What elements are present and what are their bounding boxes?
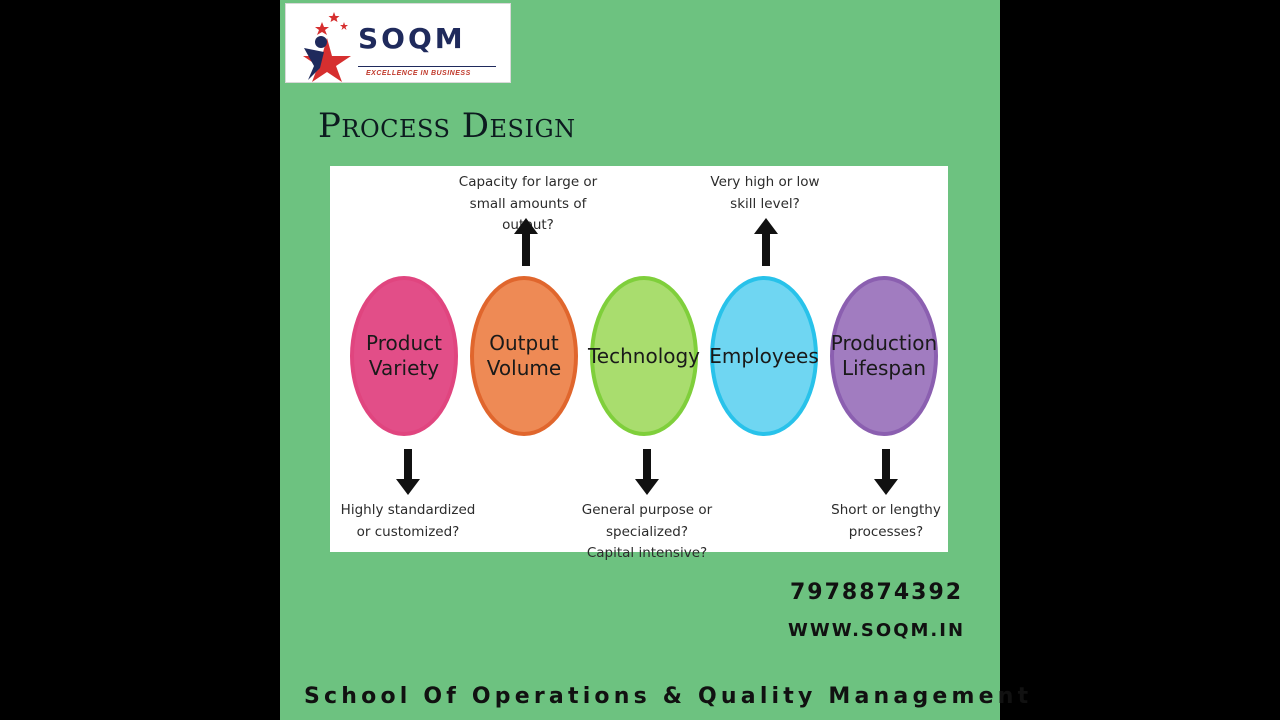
arrow-down-icon [635,449,659,495]
star-logo-icon [303,12,351,82]
employees-note: Very high or low skill level? [710,174,820,212]
oval-production-lifespan: Production Lifespan [830,276,938,436]
production-lifespan-note: Short or lengthy processes? [831,502,941,540]
logo-tagline: EXCELLENCE IN BUSINESS [366,70,471,77]
content-panel: SOQM EXCELLENCE IN BUSINESS Process Desi… [280,0,1028,720]
logo-name: SOQM [358,22,466,55]
oval-label: Product Variety [366,331,442,380]
arrow-up-icon [514,218,538,266]
school-name-footer: School Of Operations & Quality Managemen… [304,684,1033,709]
website-url: WWW.SOQM.IN [788,620,966,641]
logo-divider [358,66,496,67]
oval-label: Production Lifespan [830,331,938,380]
arrow-down-icon [874,449,898,495]
oval-output-volume: Output Volume [470,276,578,436]
output-volume-note: Capacity for large or small amounts of o… [458,174,598,233]
product-variety-note: Highly standardized or customized? [340,502,476,540]
arrow-down-icon [396,449,420,495]
oval-label: Output Volume [486,331,562,380]
oval-employees: Employees [709,276,819,436]
oval-product-variety: Product Variety [350,276,458,436]
process-design-diagram: Capacity for large or small amounts of o… [330,166,948,561]
oval-technology: Technology [588,276,700,436]
soqm-logo: SOQM EXCELLENCE IN BUSINESS [285,3,511,83]
technology-note: General purpose or specialized? Capital … [581,502,713,562]
page-title: Process Design [318,106,576,146]
arrow-up-icon [754,218,778,266]
oval-label: Employees [709,343,819,368]
oval-label: Technology [587,343,701,368]
phone-number: 7978874392 [790,580,964,605]
